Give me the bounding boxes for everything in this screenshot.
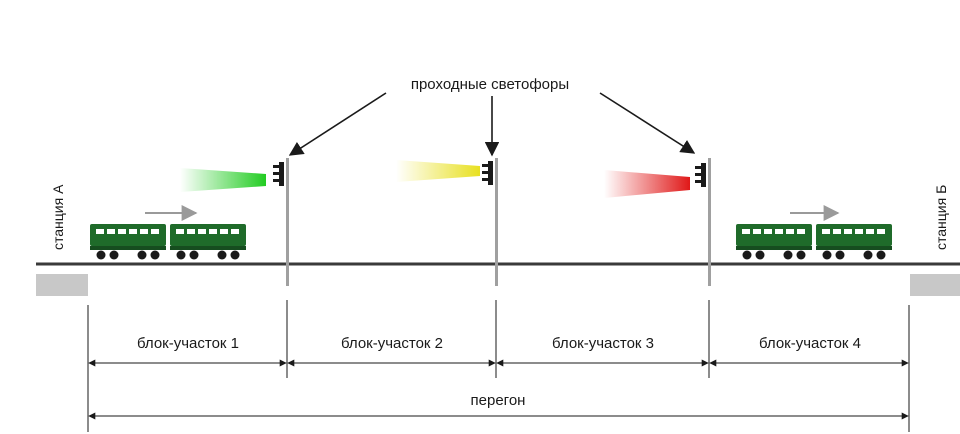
station-a-label: станция А xyxy=(50,184,66,250)
signal-post-3 xyxy=(708,158,711,286)
station-b-label: станция Б xyxy=(933,185,949,250)
train-car xyxy=(736,224,812,260)
station-b-platform xyxy=(910,274,960,296)
signals-label: проходные светофоры xyxy=(411,76,569,93)
signal-pointer-arrow-3 xyxy=(599,92,696,154)
block-label-3: блок-участок 3 xyxy=(552,335,654,352)
train-right xyxy=(736,224,892,260)
station-a-platform xyxy=(36,274,88,296)
train-left xyxy=(90,224,246,260)
train-car xyxy=(816,224,892,260)
block-label-2: блок-участок 2 xyxy=(341,335,443,352)
signal-pointer-arrow-1 xyxy=(288,92,387,156)
signal-beam-green xyxy=(180,168,266,192)
signal-beam-yellow xyxy=(396,160,480,182)
signal-head-3 xyxy=(695,163,706,187)
signal-head-2 xyxy=(482,161,493,185)
train-car xyxy=(170,224,246,260)
block-label-1: блок-участок 1 xyxy=(137,335,239,352)
block-label-4: блок-участок 4 xyxy=(759,335,861,352)
signal-post-1 xyxy=(286,158,289,286)
haul-label: перегон xyxy=(471,392,526,409)
signal-beam-red xyxy=(604,170,690,198)
train-car xyxy=(90,224,166,260)
signal-post-2 xyxy=(495,158,498,286)
signal-head-1 xyxy=(273,162,284,186)
